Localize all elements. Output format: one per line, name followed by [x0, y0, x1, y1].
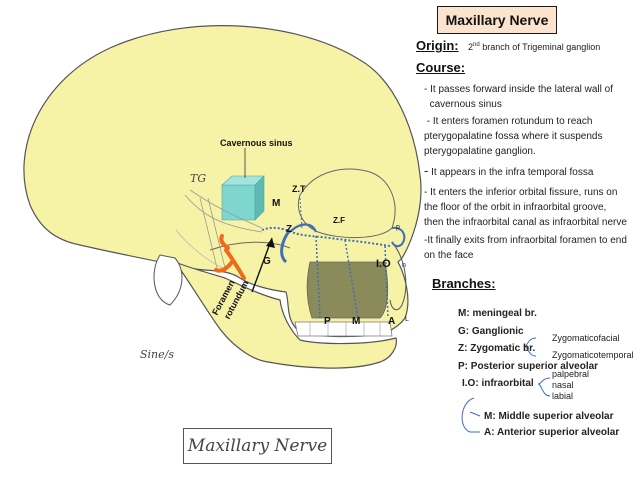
page-title: Maxillary Nerve [445, 12, 549, 28]
branch-nasal: nasal [552, 380, 574, 390]
label-l: L [405, 316, 409, 323]
course-item-1: - It passes forward inside the lateral w… [424, 84, 613, 110]
branch-zygomaticofacial: Zygomaticofacial [552, 333, 620, 343]
course-item-5: -It finally exits from infraorbital fora… [424, 235, 627, 261]
origin-text: 2nd branch of Trigeminal ganglion [468, 42, 601, 52]
branches-label: Branches: [432, 276, 496, 291]
label-zf: Z.F [333, 216, 345, 225]
ganglion-shape [214, 234, 246, 280]
signature: Sine/s [140, 348, 174, 361]
origin-label: Origin: [416, 38, 459, 53]
maxillary-sinus [306, 261, 389, 319]
branch-labial: labial [552, 391, 574, 401]
branch-palpebral: palpebral [552, 369, 590, 379]
course-label: Course: [416, 60, 466, 75]
label-n-small: n [402, 262, 406, 269]
branch-middle-superior: M: Middle superior alveolar [484, 411, 614, 422]
cavernous-cube-front [221, 184, 256, 221]
label-tg: TG [190, 172, 207, 185]
label-m-meningeal: M [272, 198, 281, 209]
caption-text: Maxillary Nerve [187, 436, 328, 456]
course-item-3: - It appears in the infra temporal fossa [424, 163, 594, 178]
label-zt: Z.T [292, 184, 306, 194]
branch-infraorbital: I.O: infraorbital [462, 378, 534, 389]
branch-zygomatic: Z: Zygomatic br. [458, 343, 536, 354]
label-cavernous-sinus: Cavernous sinus [220, 138, 293, 148]
branch-ganglionic: G: Ganglionic [458, 326, 524, 337]
label-m: M [352, 316, 361, 327]
cavernous-cube-side [254, 175, 265, 221]
title-box: Maxillary Nerve [437, 6, 557, 34]
branch-meningeal: M: meningeal br. [458, 308, 537, 319]
course-item-2: - It enters foramen rotundum to reach pt… [424, 116, 603, 157]
course-item-4: - It enters the inferior orbital fissure… [424, 187, 627, 228]
label-p-small: p [396, 224, 400, 231]
label-g: G [263, 256, 271, 267]
mandible [173, 260, 397, 369]
branch-posterior: P: Posterior superior alveolar [458, 361, 599, 372]
label-io: I.O [376, 258, 391, 270]
label-a: A [388, 316, 396, 327]
branch-anterior-superior: A: Anterior superior alveolar [484, 427, 620, 438]
branch-zygomaticotemporal: Zygomaticotemporal [552, 350, 634, 360]
label-p: P [324, 316, 331, 327]
caption-box: Maxillary Nerve [183, 428, 332, 464]
label-z: Z [286, 224, 293, 235]
